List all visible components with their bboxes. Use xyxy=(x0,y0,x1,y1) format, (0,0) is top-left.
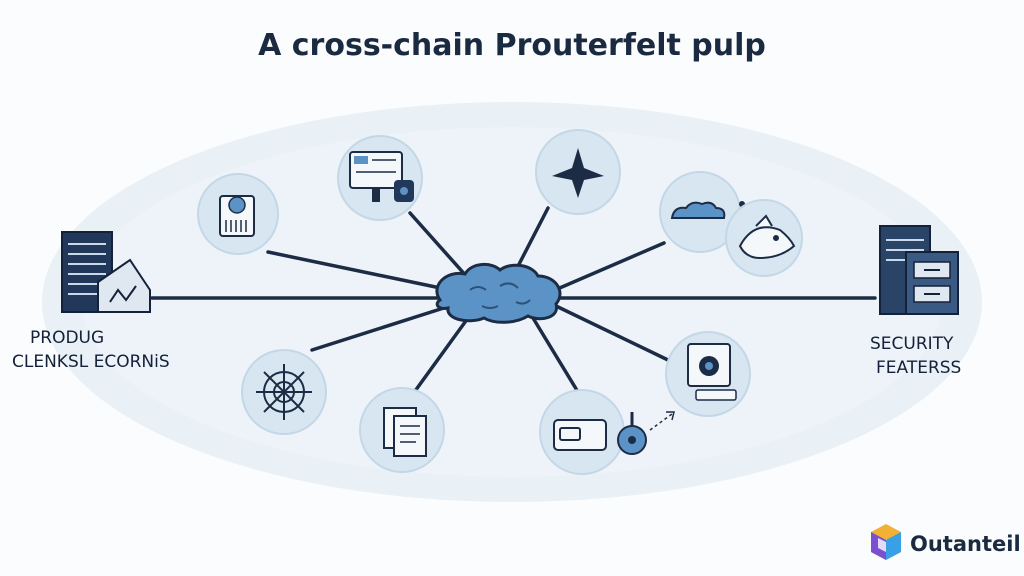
link-node-card xyxy=(531,316,580,394)
fish-icon xyxy=(725,199,803,277)
link-node-docs xyxy=(408,316,470,400)
server-cabinet-icon xyxy=(879,225,959,315)
card-lock-icon xyxy=(539,389,675,475)
logo-text: Outanteil xyxy=(910,532,1021,556)
chip-document-icon xyxy=(197,173,279,255)
right-label: SECURITY FEATERSS xyxy=(870,332,961,380)
right-label-line1: SECURITY xyxy=(870,334,954,354)
link-node-star xyxy=(513,206,550,274)
right-label-line2: FEATERSS xyxy=(876,358,962,378)
left-label: PRODUG CLENKSL ECORNiS xyxy=(12,326,170,374)
secure-device-icon xyxy=(665,331,751,417)
link-node-monitor xyxy=(408,211,470,280)
brand-logo: Outanteil xyxy=(868,524,1021,564)
central-hub xyxy=(435,263,562,324)
logo-mark-icon xyxy=(871,524,901,560)
link-node-web xyxy=(310,304,452,352)
web-network-icon xyxy=(241,349,327,435)
connectors xyxy=(150,206,877,400)
monitor-icon xyxy=(337,135,423,221)
documents-icon xyxy=(359,387,445,473)
left-label-line2: CLENKSL ECORNiS xyxy=(12,352,170,372)
diagram-title: A cross-chain Prouterfelt pulp xyxy=(258,28,766,63)
link-node-cloud xyxy=(553,241,666,292)
server-rack-icon xyxy=(61,231,151,313)
left-label-line1: PRODUG xyxy=(30,328,105,348)
star-icon xyxy=(535,129,621,215)
logo-mark-spacer xyxy=(868,526,904,562)
link-node-chip xyxy=(266,250,452,292)
cloud-data-icon xyxy=(659,171,745,253)
link-node-server-card xyxy=(554,304,670,362)
